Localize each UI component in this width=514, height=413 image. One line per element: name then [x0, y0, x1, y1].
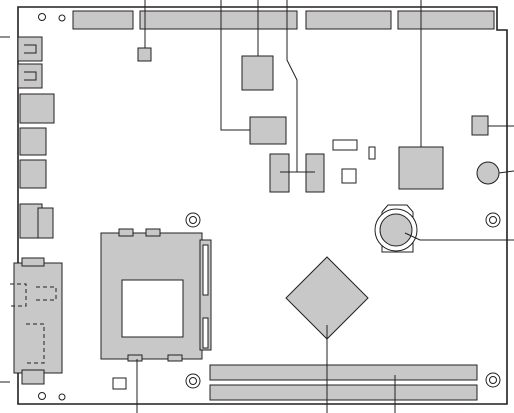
- small-square: [341, 168, 357, 184]
- chip-top-center: [241, 55, 274, 91]
- cmos-battery: [374, 204, 418, 253]
- jumper-top: [137, 47, 152, 62]
- callout-line-10: [404, 232, 514, 241]
- rear-io-connector-1: [17, 36, 43, 62]
- mounting-hole-top-mid: [58, 14, 66, 22]
- mounting-hole-bottom-left: [38, 392, 46, 400]
- buzzer: [476, 161, 500, 185]
- super-io-chip: [398, 146, 444, 190]
- callout-line-9: [498, 170, 514, 174]
- rear-io-stacked-connector: [10, 257, 63, 385]
- top-connector-4: [397, 10, 495, 30]
- memory-slot-1: [209, 364, 478, 381]
- callout-line-6: [280, 0, 298, 173]
- callout-line-4: [220, 0, 250, 131]
- mounting-hole-bottom-right: [485, 372, 501, 388]
- rear-io-connector-4: [19, 127, 47, 156]
- mounting-hole-mid-right: [485, 212, 501, 228]
- connector-right: [471, 115, 489, 136]
- top-connector-2: [139, 10, 298, 30]
- processor-socket: [100, 228, 212, 362]
- mounting-hole-bottom-left-2: [58, 393, 66, 401]
- small-component-bottom: [112, 377, 127, 390]
- mounting-hole-mid-left: [185, 212, 201, 228]
- mounting-hole-bottom-mid: [185, 373, 201, 389]
- mounting-hole-top-left: [38, 13, 46, 21]
- header-vertical-1: [269, 153, 290, 193]
- header-vertical-2: [305, 153, 325, 193]
- chip-center-left: [249, 116, 287, 145]
- top-connector-1: [72, 10, 134, 30]
- rear-io-connector-2: [17, 63, 43, 89]
- small-header: [332, 139, 358, 151]
- rear-io-connector-3: [19, 93, 55, 124]
- rear-io-connector-5: [19, 159, 47, 189]
- top-connector-3: [305, 10, 392, 30]
- small-jumper: [368, 146, 376, 160]
- rear-io-connector-6: [19, 203, 54, 239]
- memory-slot-2: [209, 384, 478, 401]
